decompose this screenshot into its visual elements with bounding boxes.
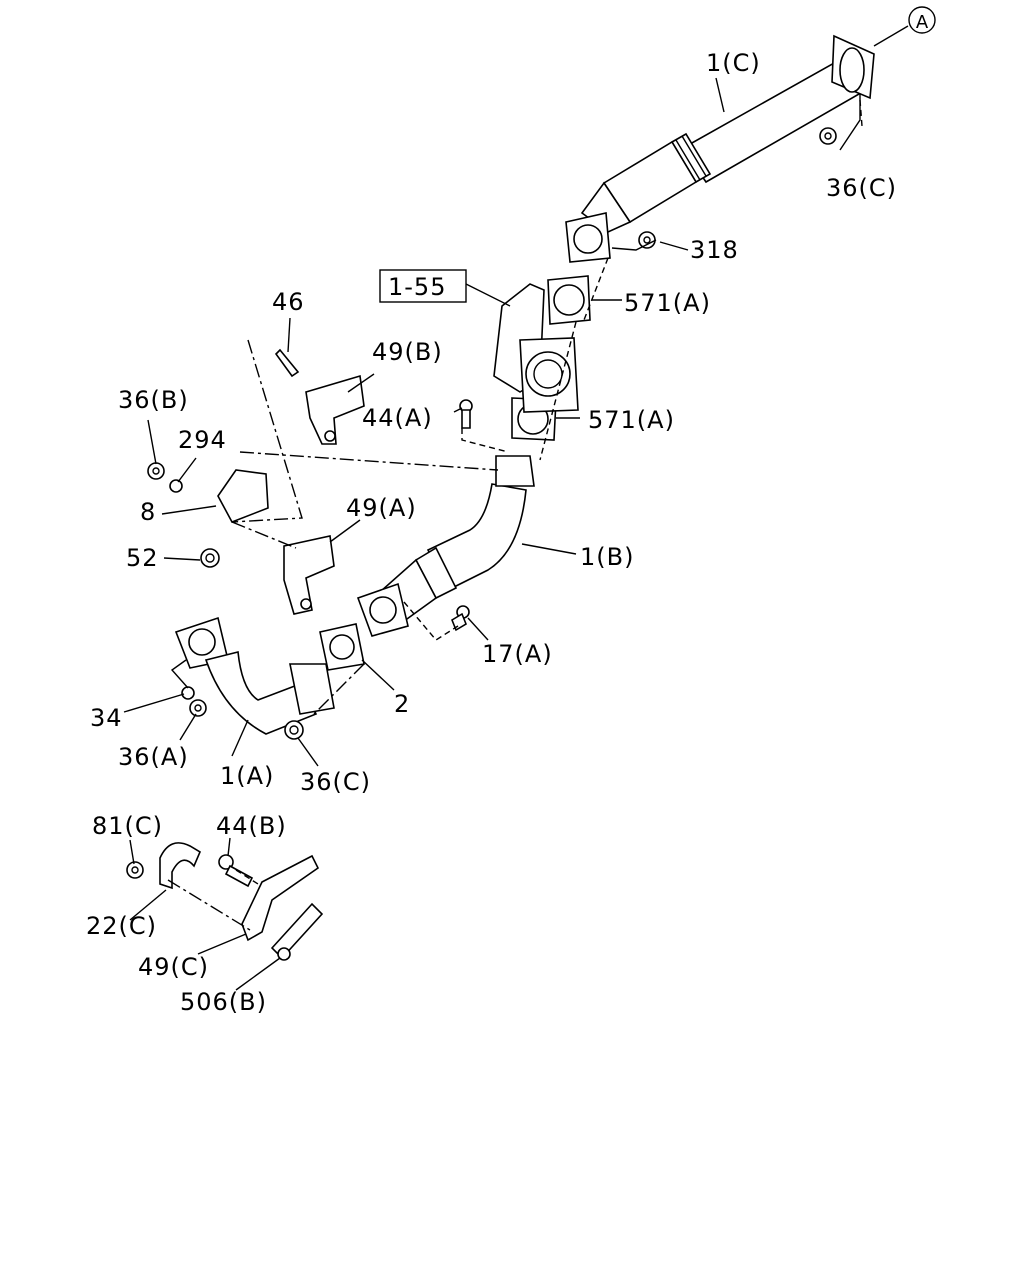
label-49b: 49(B) [372,338,443,366]
bolt-44a [459,399,473,429]
leader-lines [123,25,909,991]
label-52: 52 [126,544,159,572]
alignment-lines [167,99,863,931]
label-36c-top: 36(C) [826,174,897,202]
bracket-8 [217,469,269,524]
bracket-49b [305,374,365,445]
reference-a-marker: A [916,12,929,33]
label-44a: 44(A) [362,404,433,432]
nut-36a [189,699,207,717]
front-pipe-1a [174,616,335,735]
label-1c: 1(C) [706,49,761,77]
middle-pipe-1b [356,455,535,637]
nut-318 [638,231,656,249]
tail-pipe-1c [565,34,875,263]
callout-labels: A 1(C) 36(C) 318 1-55 571(A) 46 49(B) 36… [86,6,936,1016]
nut-81c [126,861,144,879]
gasket-571a-upper [547,275,591,325]
bracket-49c [241,854,320,942]
reference-a-circle [908,6,936,34]
rubber-mount-506b [270,902,324,961]
nut-36c-bottom [284,720,304,740]
bracket-49a [283,535,335,615]
label-36a: 36(A) [118,743,189,771]
label-44b: 44(B) [216,812,287,840]
bolt-17a [451,605,470,632]
label-1a: 1(A) [220,762,274,790]
nut-36b [147,462,165,480]
clamp-22c [159,842,202,890]
label-81c: 81(C) [92,812,163,840]
label-1b: 1(B) [580,543,634,571]
label-34: 34 [90,704,123,732]
label-318: 318 [690,236,739,264]
label-46: 46 [272,288,305,316]
label-36c-bottom: 36(C) [300,768,371,796]
label-2: 2 [394,690,410,718]
label-49a: 49(A) [346,494,417,522]
nut-52 [200,548,220,568]
label-36b: 36(B) [118,386,189,414]
label-506b: 506(B) [180,988,267,1016]
label-571a-lower: 571(A) [588,406,675,434]
exhaust-brake-valve [493,283,579,413]
label-1-55: 1-55 [388,273,446,301]
label-22c: 22(C) [86,912,157,940]
washer-294 [169,479,183,493]
label-17a: 17(A) [482,640,553,668]
ref-box-1-55 [379,269,467,303]
label-8: 8 [140,498,156,526]
nut-36c-top [819,127,837,145]
stud-46 [274,348,300,378]
label-294: 294 [178,426,227,454]
washer-34 [181,686,195,700]
gasket-2 [319,623,365,671]
bolt-44b [218,854,254,888]
label-49c: 49(C) [138,953,209,981]
label-571a-upper: 571(A) [624,289,711,317]
